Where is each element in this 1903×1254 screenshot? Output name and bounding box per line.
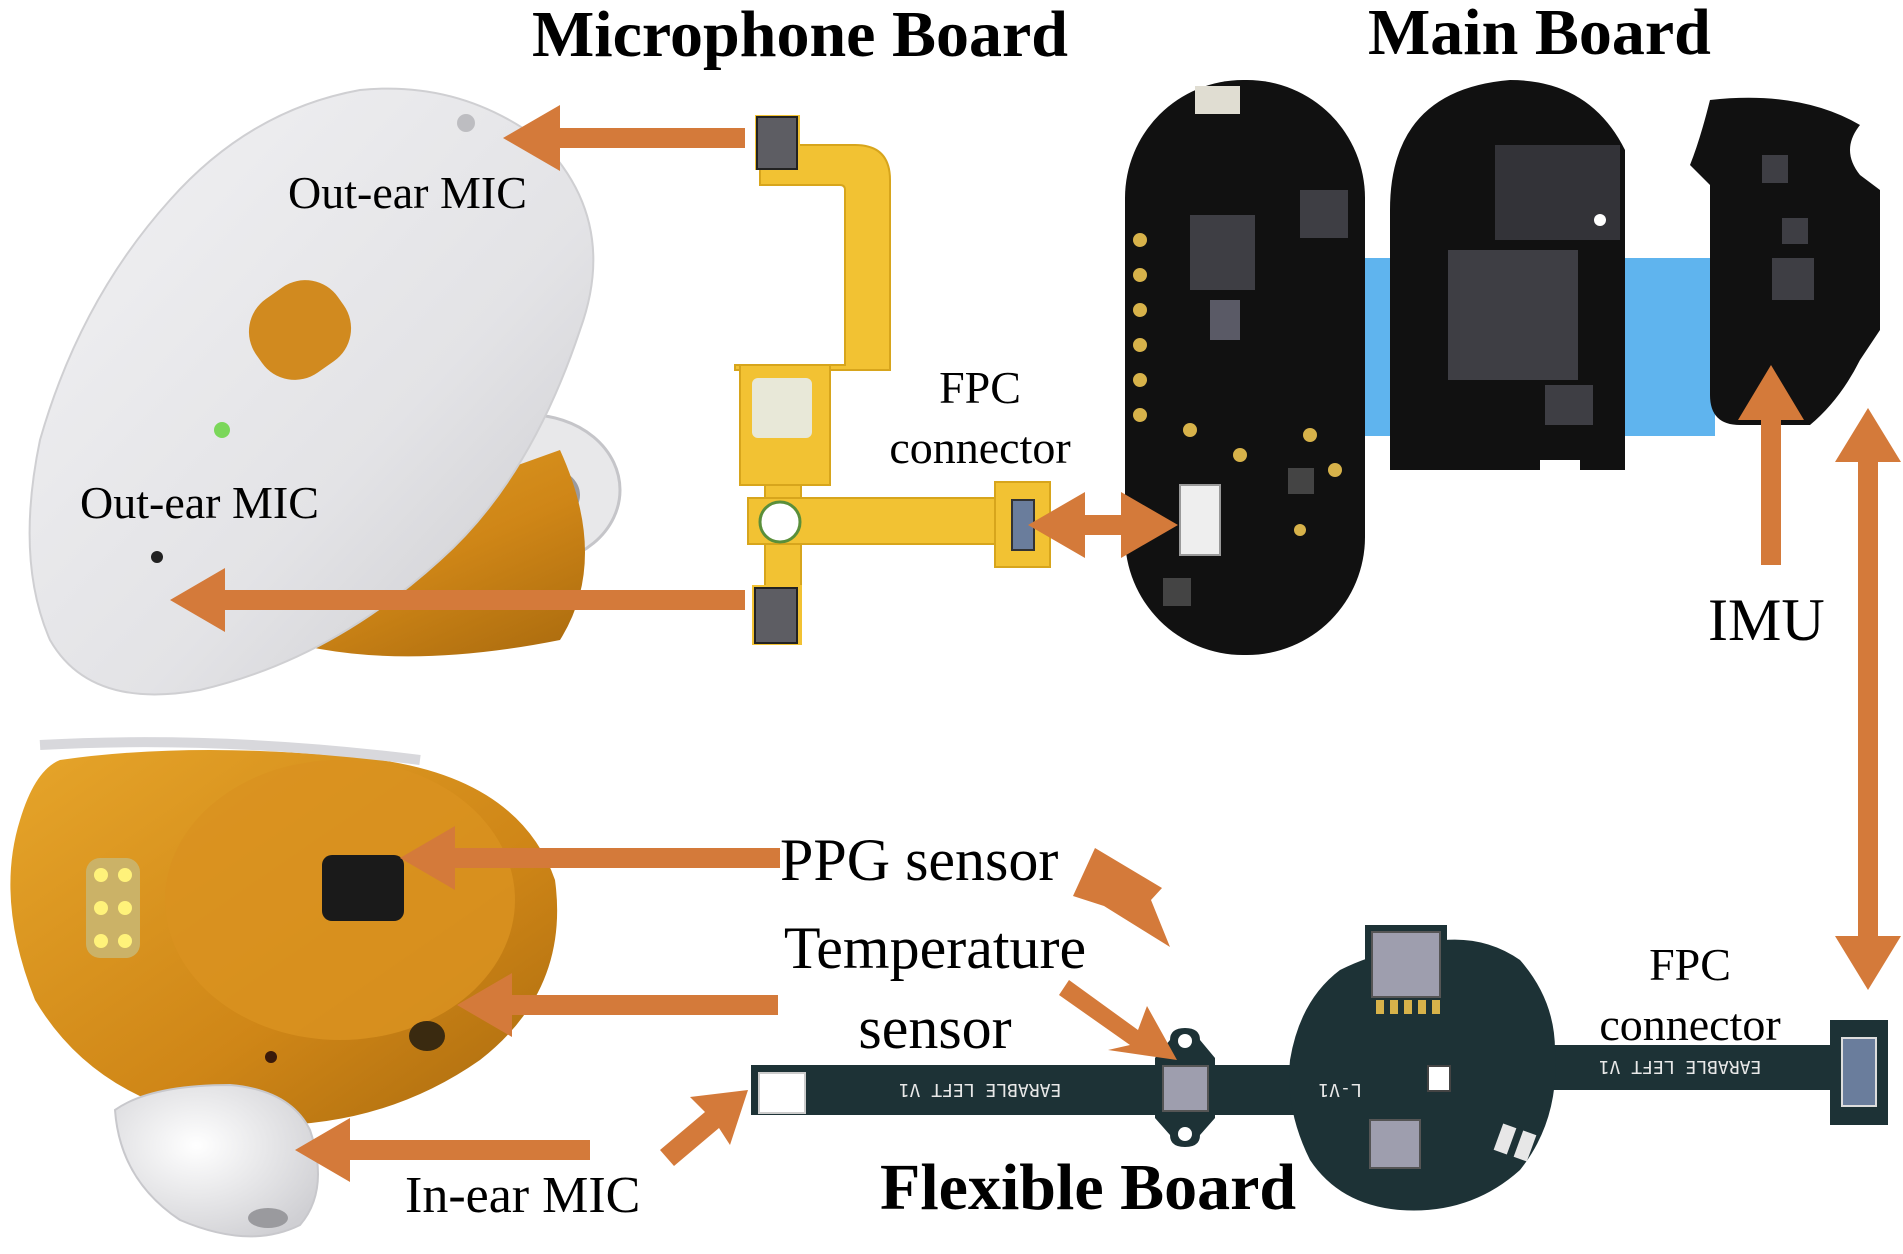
flexible-board: EARABLE LEFT V1 EARABLE LEFT V1 L-V1 [751,925,1888,1211]
out-ear-mic-bottom-label: Out-ear MIC [80,477,319,528]
flex-center-chip [1369,1119,1421,1169]
temperature-sensor-label-line2: sensor [858,995,1012,1061]
flex-fpc-connector [1841,1037,1877,1107]
arrow-fpc-top-head-left [1028,492,1085,558]
charging-pads [86,858,140,958]
pcb-right-chip-b [1762,155,1788,183]
charging-pins [94,868,132,948]
pcb-left-chip-b [1300,190,1348,238]
temperature-sensor-label-line1: Temperature [783,915,1087,981]
main-board [1125,80,1880,655]
flex-silkscreen-left: EARABLE LEFT V1 [899,1079,1062,1100]
temperature-sensor-port [409,1021,445,1051]
flex-silkscreen-right: EARABLE LEFT V1 [1599,1056,1762,1077]
main-board-pcb-left [1125,80,1365,655]
in-ear-mic-label: In-ear MIC [405,1167,641,1224]
arrow-out-ear-mic-bottom-shaft [215,590,745,610]
earbud-bottom-photo [10,737,558,1238]
arrow-fpc-top-head-right [1121,492,1178,558]
flex-mount-hole-top [1178,1034,1192,1048]
out-ear-mic-chip-top [756,116,798,170]
flex-center-pads [1493,1123,1537,1162]
arrow-imu-head [1738,365,1804,420]
pcb-center-chip-bottom [1545,385,1593,425]
flexible-board-title: Flexible Board [880,1151,1297,1224]
arrow-temp-right [1059,980,1177,1060]
fpc-connector-top-line1: FPC [939,362,1021,413]
arrow-fpc-right-head-top [1835,408,1901,462]
out-ear-mic-chip-bottom [754,587,798,644]
arrow-temp-left-head [457,973,512,1037]
main-board-title: Main Board [1368,0,1711,69]
eartip-bottom [113,1083,319,1238]
temperature-sensor-chip [1162,1065,1209,1112]
imu-chip [1772,258,1814,300]
main-board-fpc-socket [1179,484,1221,556]
microphone-board [734,115,1051,645]
in-ear-mic-chip [758,1072,806,1114]
pcb-left-chip-a [1190,215,1255,290]
out-ear-mic-hole-top [457,114,475,132]
ppg-sensor-chip [1371,931,1441,998]
ppg-sensor-window [322,855,404,921]
arrow-ppg-right [1073,848,1170,947]
earbud-top-button [248,280,352,380]
pcb-center-soc [1448,250,1578,380]
arrow-fpc-right-shaft [1858,450,1878,940]
pcb-left-chip-c [1288,468,1314,494]
imu-label: IMU [1708,587,1825,653]
flex-center-disc [1289,939,1556,1211]
in-ear-mic-hole [265,1051,277,1063]
eartip-bottom-hole [248,1208,288,1228]
ppg-sensor-label: PPG sensor [780,827,1059,893]
arrow-fpc-right-head-bottom [1835,936,1901,990]
arrow-out-ear-mic-top-shaft [545,128,745,148]
arrow-in-ear-mic-left-head [295,1118,350,1182]
arrow-out-ear-mic-top-head [503,105,560,171]
microphone-board-title: Microphone Board [532,0,1068,71]
flex-mount-hole-bottom [1178,1127,1192,1141]
out-ear-mic-hole-bottom [151,551,163,563]
arrow-imu-shaft [1761,415,1781,565]
flex-center-small-part [1427,1065,1451,1092]
arrow-ppg-left-head [400,826,455,890]
arrows [170,105,1901,1182]
arrow-out-ear-mic-bottom-head [170,568,225,632]
flex-silkscreen-center: L-V1 [1318,1079,1361,1100]
mic-flex-arm-top [734,144,891,401]
pcb-center-fiducial [1594,214,1606,226]
status-led [214,422,230,438]
earbud-bottom-rim [39,737,421,765]
mic-flex-logo [758,500,802,544]
arrow-in-ear-mic-right [660,1090,748,1166]
out-ear-mic-top-label: Out-ear MIC [288,167,527,218]
ppg-sensor-pads [1376,1000,1440,1014]
earbud-top-white-shell [28,87,595,696]
arrow-in-ear-mic-left-shaft [340,1140,590,1160]
arrow-temp-left-shaft [500,995,778,1015]
fpc-connector-top-line2: connector [889,422,1071,473]
arrow-ppg-left-shaft [450,848,780,868]
flex-strip-right [1500,1045,1850,1090]
fpc-connector-bottom-line1: FPC [1649,939,1731,990]
pcb-left-inductor [1210,300,1240,340]
pcb-left-chip-d [1163,578,1191,606]
pcb-right-chip-a [1782,218,1808,244]
pcb-left-top-part [1195,86,1240,114]
fpc-connector-bottom-line2: connector [1599,999,1781,1050]
mic-flex-square-pad [752,378,812,438]
